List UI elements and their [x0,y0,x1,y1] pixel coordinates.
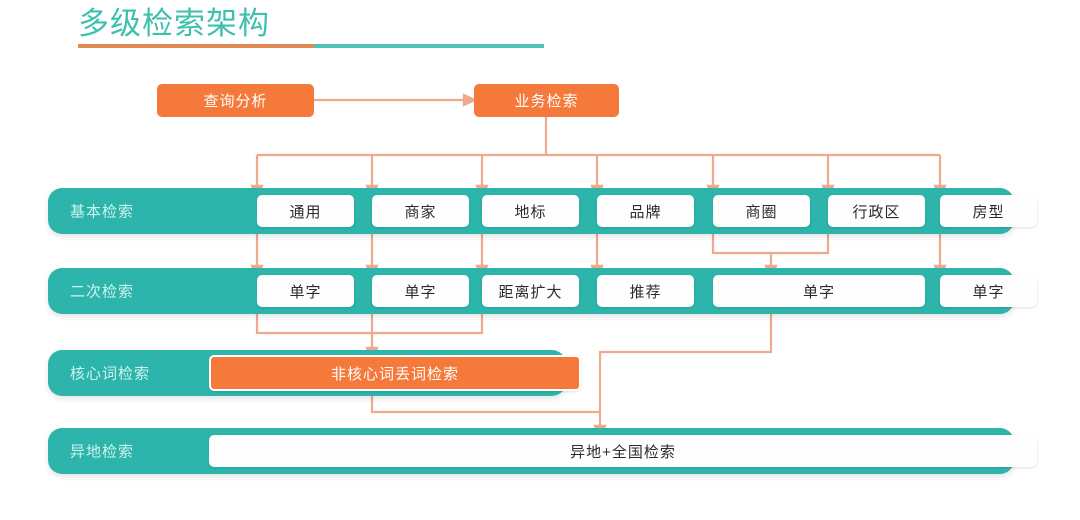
edge-r2c5-to-remote [598,310,773,412]
title-underline [78,44,544,48]
cell-secondary-distance-expand[interactable]: 距离扩大 [482,275,579,307]
cell-basic-general-label: 通用 [289,203,322,221]
cell-secondary-single-char-2[interactable]: 单字 [372,275,469,307]
cell-remote-nationwide-search[interactable]: 异地+全国检索 [209,435,1037,467]
row-basic-search-label: 基本检索 [70,203,135,221]
title-underline-teal-segment [314,44,544,48]
cell-basic-room-type[interactable]: 房型 [940,195,1037,227]
row-core-word-search: 核心词检索 非核心词丢词检索 [48,350,581,396]
node-query-analysis[interactable]: 查询分析 [157,84,314,117]
cell-secondary-distance-expand-label: 距离扩大 [498,283,563,301]
cell-basic-admin-district[interactable]: 行政区 [828,195,925,227]
cell-core-word-non-core-drop[interactable]: 非核心词丢词检索 [209,355,581,391]
row-secondary-search: 二次检索 单字 单字 距离扩大 推荐 单字 单字 [48,268,1037,314]
cell-secondary-recommend-label: 推荐 [629,283,662,301]
node-business-search[interactable]: 业务检索 [474,84,619,117]
cell-basic-landmark-label: 地标 [514,203,547,221]
cell-basic-room-type-label: 房型 [972,203,1005,221]
cell-basic-landmark[interactable]: 地标 [482,195,579,227]
row-remote-search: 异地检索 异地+全国检索 [48,428,1037,474]
cell-secondary-single-char-4[interactable]: 单字 [940,275,1037,307]
cell-secondary-single-char-1-label: 单字 [289,283,322,301]
cell-remote-nationwide-search-label: 异地+全国检索 [570,443,676,461]
cell-basic-merchant-label: 商家 [404,203,437,221]
cell-secondary-single-char-2-label: 单字 [404,283,437,301]
cell-secondary-single-char-3-label: 单字 [802,283,835,301]
node-business-search-label: 业务检索 [514,93,579,110]
cell-basic-brand-label: 品牌 [629,203,662,221]
edge-merge-row2-left [255,310,484,335]
cell-basic-merchant[interactable]: 商家 [372,195,469,227]
cell-secondary-single-char-4-label: 单字 [972,283,1005,301]
cell-basic-business-district[interactable]: 商圈 [713,195,810,227]
cell-basic-general[interactable]: 通用 [257,195,354,227]
row-basic-search: 基本检索 通用 商家 地标 品牌 商圈 行政区 房型 [48,188,1037,234]
row-secondary-search-label: 二次检索 [70,283,135,301]
cell-secondary-recommend[interactable]: 推荐 [597,275,694,307]
cell-basic-admin-district-label: 行政区 [852,203,901,221]
cell-core-word-non-core-drop-label: 非核心词丢词检索 [330,365,459,383]
node-query-analysis-label: 查询分析 [203,93,268,110]
cell-secondary-single-char-1[interactable]: 单字 [257,275,354,307]
cell-secondary-single-char-3[interactable]: 单字 [713,275,925,307]
cell-basic-business-district-label: 商圈 [745,203,778,221]
row-remote-search-label: 异地检索 [70,443,135,461]
title-underline-orange-segment [78,44,314,48]
row-core-word-search-label: 核心词检索 [70,365,151,383]
edge-core-word-to-remote [370,392,600,414]
cell-basic-brand[interactable]: 品牌 [597,195,694,227]
page-title: 多级检索架构 [78,6,270,41]
title-block: 多级检索架构 [78,4,270,44]
